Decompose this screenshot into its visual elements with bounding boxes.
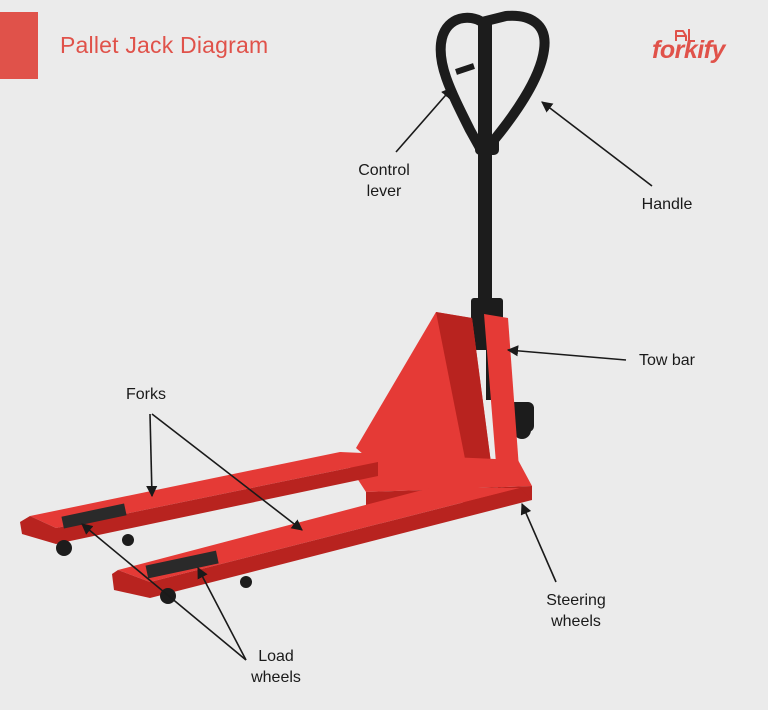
arrow-load-wheels-right xyxy=(198,568,246,660)
load-wheel-left-back xyxy=(122,534,134,546)
label-tow-bar: Tow bar xyxy=(630,350,704,371)
pallet-jack-body xyxy=(20,312,532,604)
label-load-wheels-line2: wheels xyxy=(240,667,312,688)
label-steering-wheels-line2: wheels xyxy=(536,611,616,632)
control-lever-grip xyxy=(456,66,474,72)
label-forks: Forks xyxy=(116,384,176,405)
load-wheel-right-back xyxy=(240,576,252,588)
load-wheel-left-front xyxy=(56,540,72,556)
label-control-lever-line2: lever xyxy=(350,181,418,202)
label-load-wheels-line1: Load xyxy=(240,646,312,667)
arrow-forks-left xyxy=(150,414,152,496)
handle-loop xyxy=(441,16,545,150)
label-handle: Handle xyxy=(628,194,706,215)
label-control-lever: Control lever xyxy=(350,160,418,202)
arrow-steering-wheels xyxy=(522,504,556,582)
arrow-control-lever xyxy=(396,88,452,152)
label-steering-wheels: Steering wheels xyxy=(536,590,616,632)
label-load-wheels: Load wheels xyxy=(240,646,312,688)
label-steering-wheels-line1: Steering xyxy=(536,590,616,611)
handle-shaft xyxy=(478,18,492,318)
arrow-handle xyxy=(542,102,652,186)
label-control-lever-line1: Control xyxy=(350,160,418,181)
arrow-tow-bar xyxy=(508,350,626,360)
